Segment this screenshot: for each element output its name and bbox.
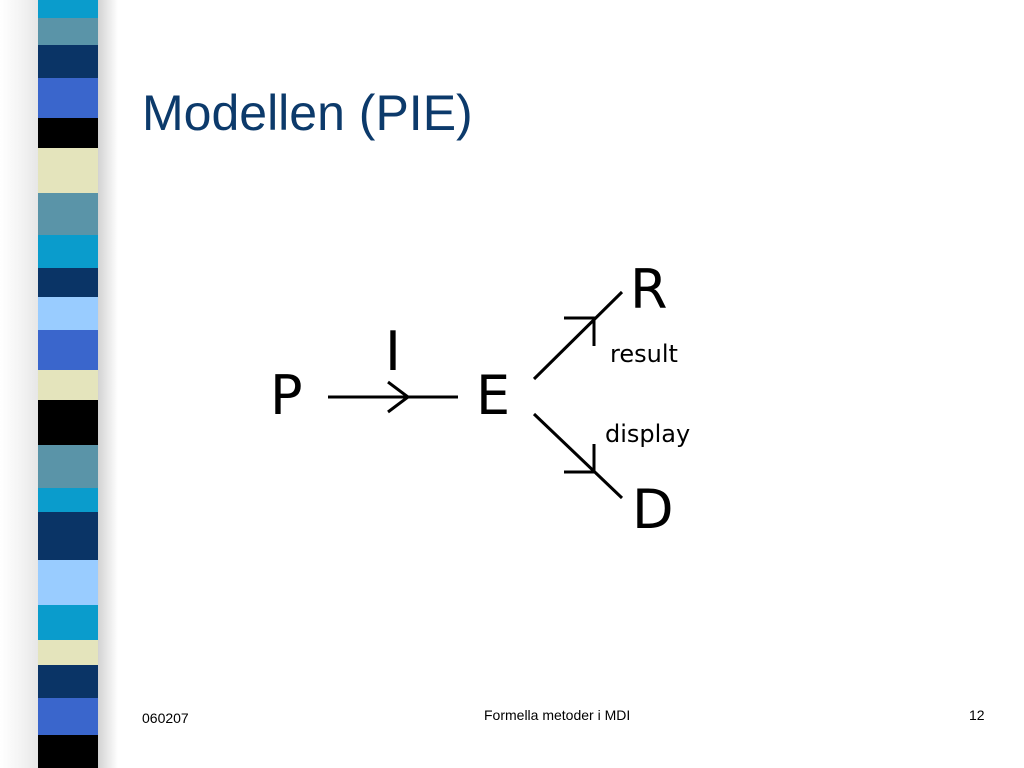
stripe-segment [38,698,98,735]
pie-model-diagram: P I E R result display D [270,258,690,541]
stripe-segment [38,605,98,640]
arrow-e-to-d [532,412,624,500]
stripe-segment [38,297,98,330]
stripe-segment [38,235,98,268]
stripe-segment [38,118,98,148]
stripe-segment [38,560,98,605]
node-p: P [270,364,303,427]
stripe-segment [38,330,98,370]
stripe-segment [38,640,98,665]
footer-date: 060207 [142,710,189,726]
arrow-e-to-r-head [564,316,596,346]
node-e: E [476,364,510,427]
stripe-segment [38,488,98,512]
stripe-segment [38,370,98,400]
node-d: D [632,478,674,541]
stripe-segment [38,665,98,698]
stripe-segment [38,78,98,118]
stripe-segment [38,268,98,297]
stripe-segment [38,445,98,488]
slide-number: 12 [969,707,985,723]
stripe-segment [38,45,98,78]
node-i: I [385,320,401,383]
stripe-segment [38,18,98,45]
arrow-e-to-d-head [564,444,596,474]
label-display: display [605,420,690,448]
stripe-segment [38,0,98,18]
label-result: result [610,340,678,368]
node-r: R [630,258,668,321]
arrow-e-to-r [532,290,624,381]
slide-title: Modellen (PIE) [142,85,473,141]
stripe-segment [38,735,98,768]
stripe-segment [38,193,98,235]
stripe-segment [38,512,98,560]
arrow-p-to-e-head [387,380,411,414]
footer-course-title: Formella metoder i MDI [484,707,631,723]
stripe-segment [38,148,98,193]
stripe-segment [38,400,98,445]
decorative-stripe-band [38,0,98,768]
